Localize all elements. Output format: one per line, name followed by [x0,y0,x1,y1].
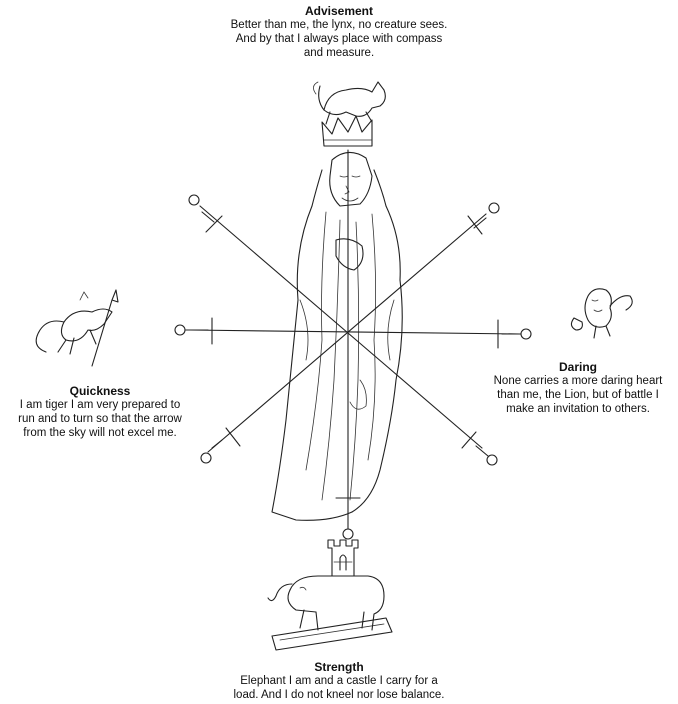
elephant-castle-icon [268,540,392,650]
caption-body: Better than me, the lynx, no creature se… [204,18,474,60]
sword-lines [190,150,520,530]
caption-body: Elephant I am and a castle I carry for a… [208,674,470,702]
caption-title: Daring [478,360,678,374]
caption-title: Strength [208,660,470,674]
caption-strength: Strength Elephant I am and a castle I ca… [208,660,470,702]
caption-body: I am tiger I am very prepared to run and… [0,398,200,440]
caption-advisement: Advisement Better than me, the lynx, no … [204,4,474,60]
robed-figure-icon [272,152,402,520]
lynx-icon [313,82,385,124]
crown-icon [322,116,372,146]
lion-icon [571,289,632,338]
caption-daring: Daring None carries a more daring heart … [478,360,678,416]
caption-title: Advisement [204,4,474,18]
caption-body: None carries a more daring heart than me… [478,374,678,416]
caption-title: Quickness [0,384,200,398]
caption-quickness: Quickness I am tiger I am very prepared … [0,384,200,440]
tiger-icon [36,290,118,366]
